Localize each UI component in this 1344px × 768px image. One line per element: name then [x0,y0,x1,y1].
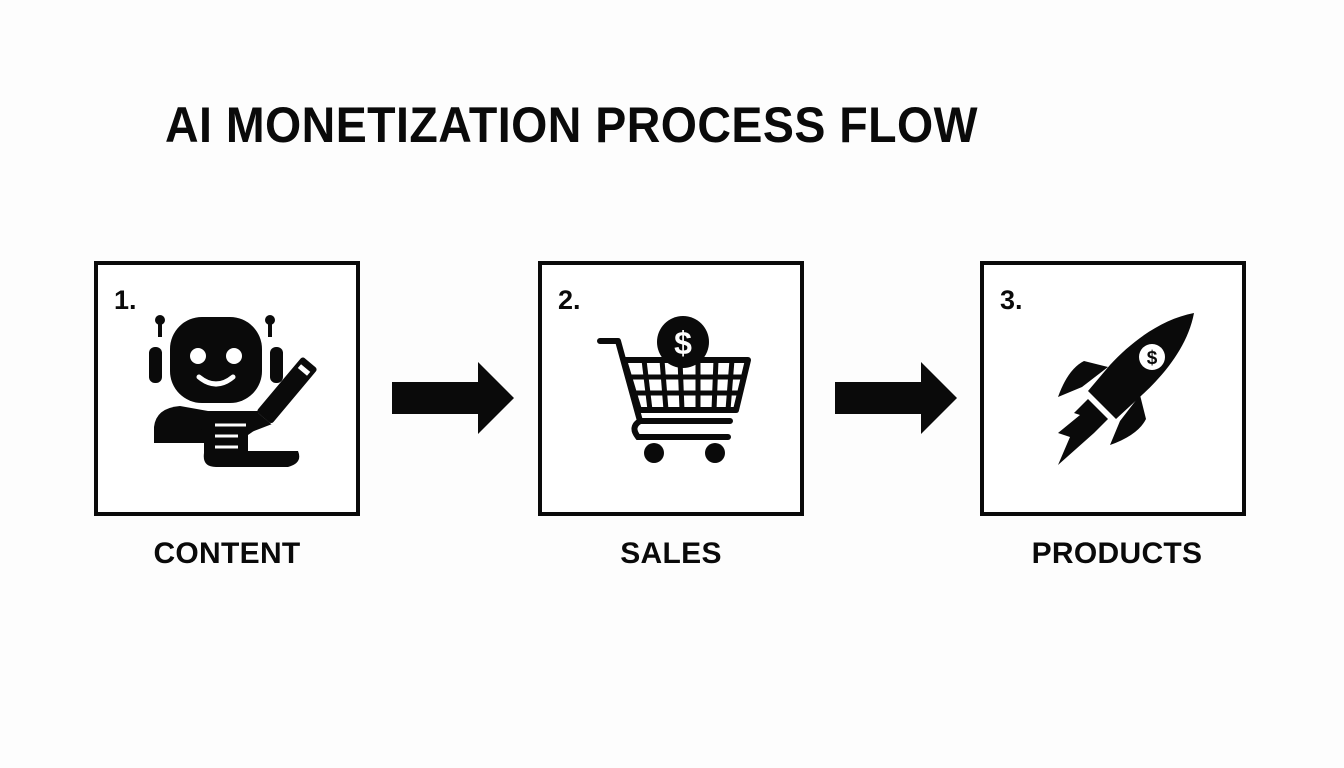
diagram-title: AI MONETIZATION PROCESS FLOW [165,97,978,153]
step-label-sales: SALES [620,537,722,570]
right-arrow-icon [835,362,957,434]
step-number: 1. [114,285,137,315]
shopping-cart-dollar-icon: $ [597,316,751,463]
svg-text:$: $ [674,325,692,361]
svg-text:$: $ [1147,348,1158,369]
step-box-content: 1. [94,261,360,516]
step-box-sales: 2. $ [538,261,804,516]
step-label-products: PRODUCTS [1031,537,1203,570]
step-box-products: 3. $ [980,261,1246,516]
step-label-content: CONTENT [153,537,301,570]
rocket-dollar-icon: $ [1058,313,1194,465]
step-number: 3. [1000,285,1023,315]
robot-writing-icon [149,315,317,467]
step-number: 2. [558,285,581,315]
right-arrow-icon [392,362,514,434]
